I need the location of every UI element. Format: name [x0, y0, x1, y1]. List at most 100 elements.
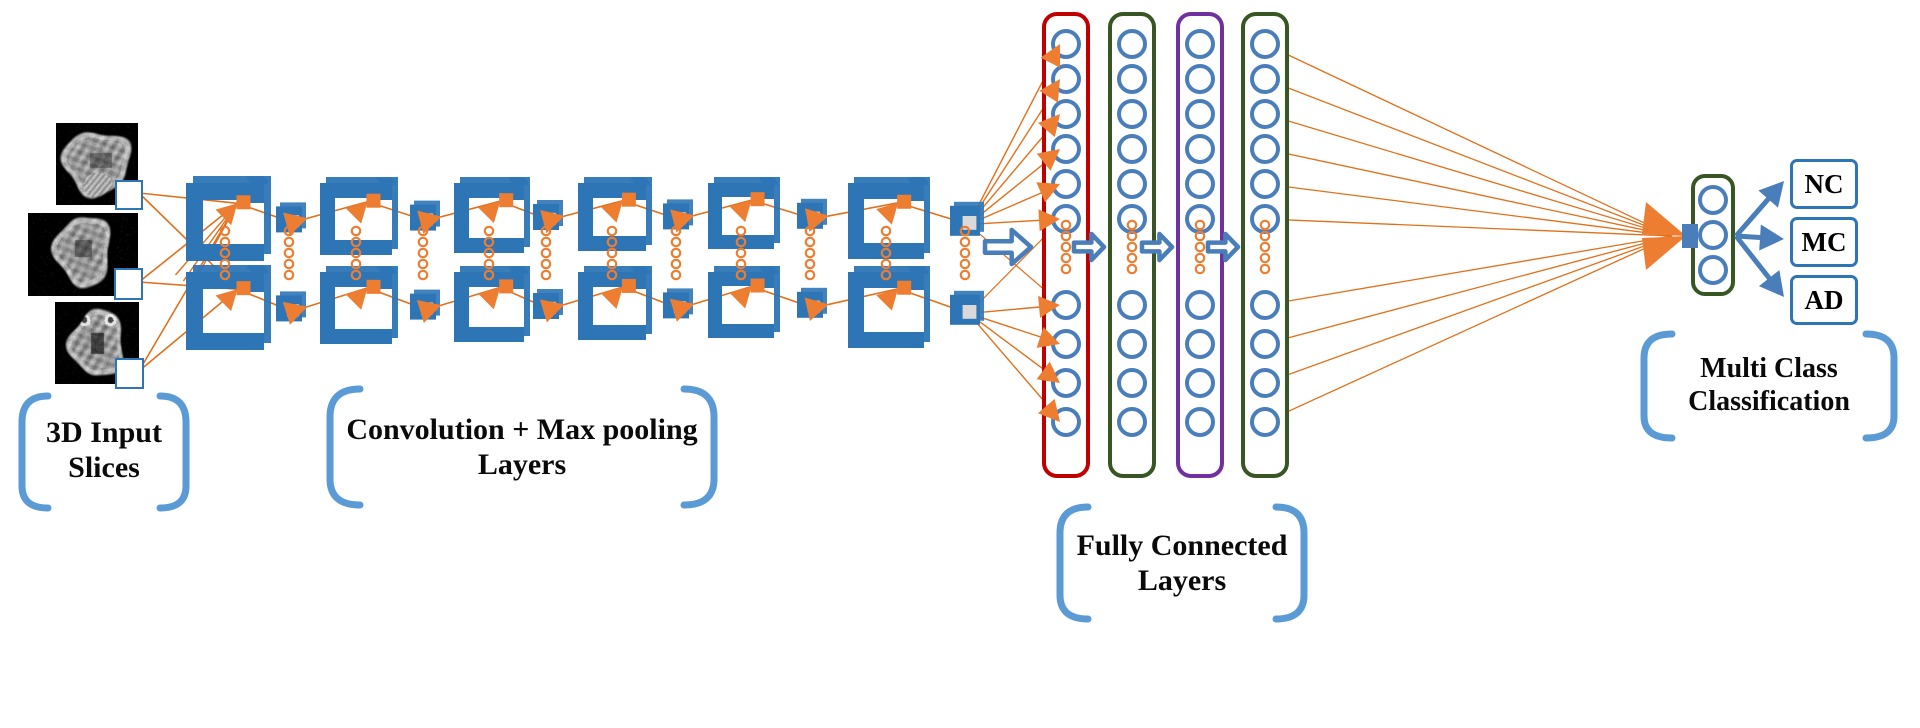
fc-node-2-bottom-2	[1117, 329, 1147, 359]
wire-out-top-5	[1264, 183, 1673, 237]
converge-wedge-lower	[1642, 236, 1686, 270]
caption-input-line-2: Slices	[68, 451, 140, 485]
fc-node-2-top-1	[1117, 29, 1147, 59]
conv-block-top-4	[578, 177, 652, 251]
focus-marker-top-6	[897, 194, 912, 209]
fc-node-3-top-1	[1185, 29, 1215, 59]
focus-marker-top-5	[750, 192, 765, 207]
sagittal-mri-slice	[56, 123, 138, 205]
fc-node-2-bottom-3	[1117, 368, 1147, 398]
fc-node-2-top-2	[1117, 64, 1147, 94]
hub-connector	[1682, 224, 1698, 248]
bracket-conv	[326, 385, 718, 509]
arrowhead-top-conv-5	[729, 200, 752, 223]
fc-node-1-bottom-3	[1051, 368, 1081, 398]
arrowhead-fc1-bottom-2	[1036, 327, 1060, 348]
coronal-patch-highlight	[114, 268, 143, 300]
arrowhead-top-conv-1	[215, 203, 238, 226]
fc-node-2-top-5	[1117, 169, 1147, 199]
caption-conv-line-1: Convolution + Max pooling	[346, 413, 698, 446]
arrowhead-bottom-pool-2	[416, 299, 442, 323]
fc-ellipsis-4	[1259, 219, 1271, 275]
fc-ellipsis-1	[1060, 219, 1072, 275]
conv-ellipsis-4	[606, 225, 618, 281]
class-box-ad[interactable]: AD	[1790, 275, 1858, 325]
arrowhead-top-pool-3	[540, 210, 565, 234]
arrowhead-bottom-conv-6	[876, 288, 899, 311]
class-arrow-nc-shaft	[1734, 195, 1772, 238]
flow-arrow-fc-2-3	[1139, 231, 1175, 263]
arrowhead-top-conv-6	[876, 202, 899, 225]
fc-node-4-bottom-2	[1250, 329, 1280, 359]
fc-node-4-top-1	[1250, 29, 1280, 59]
fc-node-4-top-2	[1250, 64, 1280, 94]
fc-node-2-bottom-1	[1117, 290, 1147, 320]
class-box-nc[interactable]: NC	[1790, 159, 1858, 209]
fc-ellipsis-2	[1126, 219, 1138, 275]
bracket-fc	[1056, 503, 1308, 623]
wire-out-top-1	[1264, 43, 1673, 237]
fc-node-3-top-5	[1185, 169, 1215, 199]
sagittal-patch-highlight	[115, 180, 143, 210]
wire-out-top-3	[1264, 113, 1673, 237]
class-box-mc[interactable]: MC	[1790, 217, 1858, 267]
bracket-input	[18, 392, 190, 512]
focus-marker-top-3	[499, 193, 514, 208]
fc-node-3-top-3	[1185, 99, 1215, 129]
arrowhead-top-pool-5	[804, 208, 829, 232]
fc-node-3-top-2	[1185, 64, 1215, 94]
arrowhead-bottom-conv-3	[478, 287, 501, 310]
class-label-ad: AD	[1804, 284, 1844, 315]
fc-node-2-top-3	[1117, 99, 1147, 129]
class-arrow-ad-head	[1758, 270, 1784, 297]
conv-block-bottom-6	[848, 266, 930, 348]
arrowhead-fc1-top-3	[1038, 114, 1060, 138]
wire-out-bottom-1	[1264, 235, 1673, 306]
fc-node-3-top-4	[1185, 134, 1215, 164]
arrowhead-bottom-conv-2	[345, 287, 368, 310]
conv-block-bottom-1	[186, 265, 271, 350]
class-arrow-mc-head	[1759, 224, 1784, 251]
pool-block-bottom-6	[950, 290, 984, 325]
arrowhead-top-conv-2	[345, 201, 368, 224]
caption-input-slices: 3D Input Slices	[8, 415, 200, 486]
caption-conv-line-2: Layers	[477, 448, 567, 482]
fc-ellipsis-3	[1194, 219, 1206, 275]
focus-marker-bottom-4	[621, 278, 636, 293]
fc-node-1-top-3	[1051, 99, 1081, 129]
focus-marker-top-1	[236, 195, 251, 210]
arrowhead-bottom-conv-5	[729, 286, 752, 309]
caption-fully-connected: Fully Connected Layers	[1046, 528, 1318, 599]
caption-input-line-1: 3D Input	[46, 416, 162, 449]
wire-out-top-2	[1264, 78, 1673, 237]
conv-ellipsis-6	[880, 225, 892, 281]
fc-node-4-top-4	[1250, 134, 1280, 164]
focus-marker-top-2	[366, 193, 381, 208]
fc-node-4-top-3	[1250, 99, 1280, 129]
conv-ellipsis-3	[483, 225, 495, 281]
fc-node-3-bottom-2	[1185, 329, 1215, 359]
class-arrow-nc-head	[1758, 181, 1784, 208]
arrowhead-bottom-pool-5	[804, 297, 829, 321]
fc-node-1-top-4	[1051, 134, 1081, 164]
pool-ellipsis-5	[804, 225, 816, 281]
pool-ellipsis-3	[540, 225, 552, 281]
fc-node-1-top-1	[1051, 29, 1081, 59]
wire-out-top-4	[1264, 148, 1673, 237]
flow-arrow-fc-1-2	[1071, 231, 1107, 263]
class-arrow-mc-shaft	[1735, 233, 1763, 241]
flow-arrow-fc-3-4	[1205, 231, 1241, 263]
arrowhead-bottom-pool-1	[282, 301, 308, 325]
caption-fc-line-1: Fully Connected	[1076, 529, 1288, 562]
arrowhead-top-conv-4	[600, 200, 623, 223]
pool-ellipsis-2	[417, 225, 429, 281]
fc-node-1-bottom-4	[1051, 407, 1081, 437]
conv-block-top-1	[186, 176, 271, 261]
arrowhead-fc1-bottom-3	[1036, 361, 1060, 383]
focus-marker-bottom-1	[236, 281, 251, 296]
pool-block-top-6	[950, 201, 984, 236]
arrowhead-fc1-bottom-4	[1037, 398, 1060, 422]
arrowhead-bottom-pool-4	[669, 298, 695, 322]
conv-ellipsis-2	[350, 225, 362, 281]
